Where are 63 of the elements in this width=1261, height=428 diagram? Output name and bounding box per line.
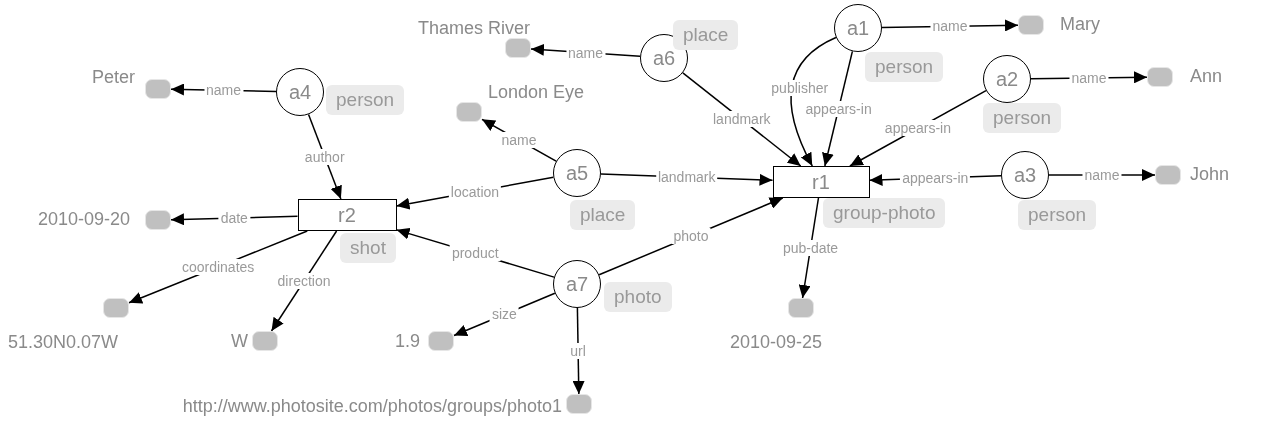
type-badge: shot <box>340 233 396 263</box>
type-badge: person <box>983 103 1062 133</box>
arrow <box>822 50 854 167</box>
edge-label: product <box>449 245 501 262</box>
node-label: a1 <box>846 17 870 39</box>
arrow <box>790 36 837 167</box>
value-text: 2010-09-20 <box>37 208 130 230</box>
value-marker <box>145 210 171 230</box>
value-text: Ann <box>1190 65 1223 87</box>
value-marker <box>1155 165 1181 185</box>
type-badge: person <box>1018 200 1097 230</box>
resource-box <box>297 199 397 231</box>
edge-label: url <box>568 343 588 359</box>
arrow <box>572 307 585 395</box>
value-marker <box>505 38 531 58</box>
node-label: a3 <box>1013 164 1037 186</box>
value-text: 1.9 <box>394 330 420 352</box>
value-marker <box>1018 15 1044 35</box>
value-text: 51.30N0.07W <box>8 331 119 353</box>
edge-label: direction <box>275 273 333 289</box>
edge-label: location <box>448 183 502 200</box>
edge-label: appears-in <box>882 120 953 137</box>
node-label: r2 <box>338 204 356 226</box>
value-text: 2010-09-25 <box>730 331 823 353</box>
value-marker <box>788 298 814 318</box>
value-text: Peter <box>91 66 135 88</box>
value-marker <box>428 331 454 351</box>
value-text: John <box>1190 163 1230 185</box>
type-badge: place <box>673 20 739 50</box>
value-text: Thames River <box>417 17 530 39</box>
edge-label: publisher <box>769 79 831 96</box>
edge-label: landmark <box>711 111 773 128</box>
value-marker <box>566 394 592 414</box>
value-marker <box>145 79 171 99</box>
value-marker <box>103 298 129 318</box>
value-text: Mary <box>1060 13 1100 35</box>
node-label: a4 <box>288 81 312 103</box>
node-label: a2 <box>995 68 1019 90</box>
edge-label: appears-in <box>900 170 971 187</box>
node-label: r1 <box>812 171 830 193</box>
value-marker <box>252 331 278 351</box>
edge-label: author <box>302 148 347 165</box>
type-badge: person <box>865 52 944 82</box>
type-badge: place <box>570 200 636 230</box>
type-badge: person <box>326 85 405 115</box>
node-label: a7 <box>565 273 589 295</box>
node-label: a6 <box>652 47 676 69</box>
edge-label: size <box>489 306 519 323</box>
type-badge: photo <box>604 282 672 312</box>
type-badge: group-photo <box>823 198 946 228</box>
edge-label: appears-in <box>803 100 874 117</box>
edge-label: pub-date <box>780 240 841 256</box>
value-text: W <box>231 330 248 352</box>
resource-box <box>772 166 870 198</box>
value-marker <box>456 102 482 122</box>
value-marker <box>1147 67 1173 87</box>
edge-label: name <box>499 132 539 149</box>
edge-label: photo <box>671 228 711 245</box>
value-text: London Eye <box>488 81 585 103</box>
edge-label: coordinates <box>179 258 257 275</box>
node-label: a5 <box>565 162 589 184</box>
edge-label: date <box>218 209 250 226</box>
value-text: http://www.photosite.com/photos/groups/photo1 <box>182 395 562 417</box>
